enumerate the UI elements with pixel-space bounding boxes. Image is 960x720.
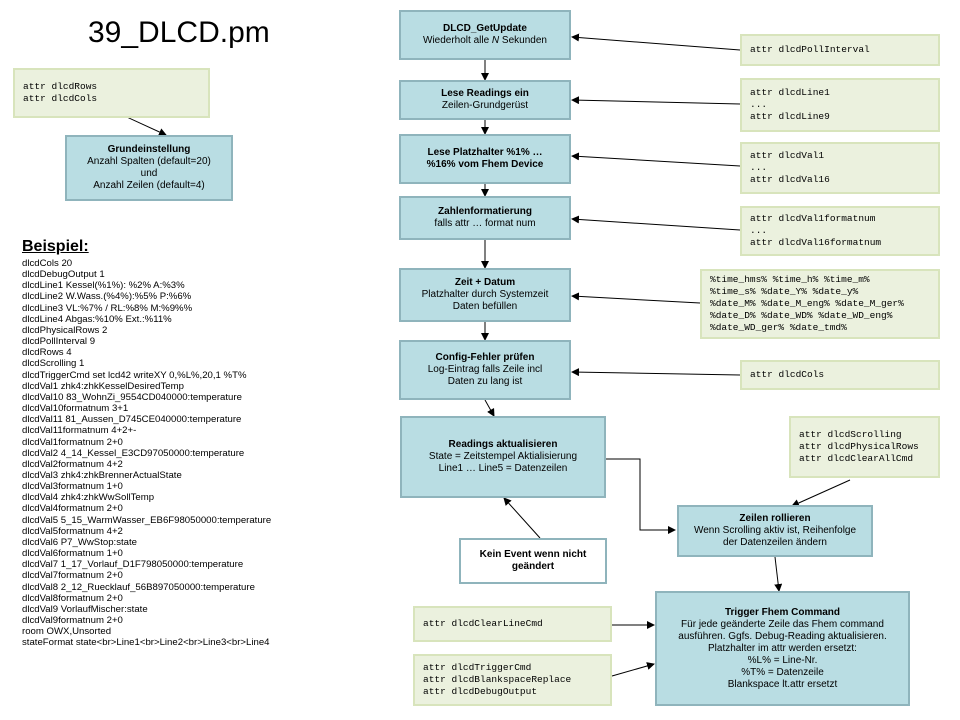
update-readings-title: Readings aktualisieren xyxy=(448,439,558,450)
example-line: dlcdVal10formatnum 3+1 xyxy=(22,403,129,415)
example-line: dlcdVal4 zhk4:zhkWwSollTemp xyxy=(22,492,155,504)
number-format-title: Zahlenformatierung xyxy=(438,206,532,217)
trigger-command-text-1: Für jede geänderte Zeile das Fhem comman… xyxy=(681,618,884,630)
page-title: 39_DLCD.pm xyxy=(88,16,270,49)
config-check-text-1: Log-Eintrag falls Zeile incl xyxy=(427,364,543,375)
get-update-box: DLCD_GetUpdate Wiederholt alle N Sekunde… xyxy=(399,10,571,60)
attr-val-box: attr dlcdVal1 ... attr dlcdVal16 xyxy=(740,142,940,194)
example-line: dlcdTriggerCmd set lcd42 writeXY 0,%L%,2… xyxy=(22,369,247,381)
basic-settings-title: Grundeinstellung xyxy=(107,144,191,155)
basic-settings-text-2: und xyxy=(140,168,158,179)
example-line: dlcdVal6 P7_WwStop:state xyxy=(22,536,138,548)
example-line: dlcdVal2 4_14_Kessel_E3CD97050000:temper… xyxy=(22,447,245,459)
example-line: dlcdVal5 5_15_WarmWasser_EB6F98050000:te… xyxy=(22,514,272,526)
example-line: dlcdScrolling 1 xyxy=(22,358,85,370)
trigger-command-text-2: ausführen. Ggfs. Debug-Reading aktualisi… xyxy=(678,630,887,642)
attr-val-format-box: attr dlcdVal1formatnum ... attr dlcdVal1… xyxy=(740,206,940,256)
example-line: stateFormat state<br>Line1<br>Line2<br>L… xyxy=(22,637,270,649)
read-readings-text: Zeilen-Grundgerüst xyxy=(441,100,529,111)
basic-settings-text-3: Anzahl Zeilen (default=4) xyxy=(93,180,205,191)
example-line: room OWX,Unsorted xyxy=(22,626,112,638)
example-line: dlcdVal9 VorlaufMischer:state xyxy=(22,603,148,615)
config-check-text-2: Daten zu lang ist xyxy=(447,376,523,387)
trigger-command-text-5: %T% = Datenzeile xyxy=(741,666,824,678)
attr-poll-interval-box: attr dlcdPollInterval xyxy=(740,34,940,66)
example-line: dlcdVal7 1_17_Vorlauf_D1F798050000:tempe… xyxy=(22,559,244,571)
date-time-text-1: Platzhalter durch Systemzeit xyxy=(421,289,549,300)
example-line: dlcdVal9formatnum 2+0 xyxy=(22,615,123,626)
example-line: dlcdLine2 W.Wass.(%4%):%5% P:%6% xyxy=(22,291,192,303)
example-line: dlcdPollInterval 9 xyxy=(22,336,96,348)
example-line: dlcdVal4formatnum 2+0 xyxy=(22,503,123,515)
no-event-text-2: geändert xyxy=(511,561,555,572)
attr-clear-line-box: attr dlcdClearLineCmd xyxy=(413,606,612,642)
basic-settings-text-1: Anzahl Spalten (default=20) xyxy=(87,156,211,167)
no-event-box: Kein Event wenn nicht geändert xyxy=(459,538,607,584)
attr-cols-box: attr dlcdCols xyxy=(740,360,940,390)
example-line: dlcdLine1 Kessel(%1%): %2% A:%3% xyxy=(22,280,185,292)
attr-line-box: attr dlcdLine1 ... attr dlcdLine9 xyxy=(740,78,940,132)
example-line: dlcdLine4 Abgas:%10% Ext.:%11% xyxy=(22,313,172,325)
trigger-command-title: Trigger Fhem Command xyxy=(724,606,840,618)
date-time-text-2: Daten befüllen xyxy=(452,301,518,312)
example-line: dlcdVal6formatnum 1+0 xyxy=(22,548,123,560)
attr-trigger-box: attr dlcdTriggerCmd attr dlcdBlankspaceR… xyxy=(413,654,612,706)
get-update-text: Wiederholt alle N Sekunden xyxy=(423,35,547,46)
attr-rows-cols-box: attr dlcdRows attr dlcdCols xyxy=(13,68,210,118)
config-check-box: Config-Fehler prüfen Log-Eintrag falls Z… xyxy=(399,340,571,400)
trigger-command-text-4: %L% = Line-Nr. xyxy=(747,654,818,666)
trigger-command-text-6: Blankspace lt.attr ersetzt xyxy=(727,678,838,690)
scroll-lines-text-2: der Datenzeilen ändern xyxy=(723,537,827,548)
example-line: dlcdVal1 zhk4:zhkKesselDesiredTemp xyxy=(22,380,184,392)
number-format-text: falls attr … format num xyxy=(434,218,536,229)
example-line: dlcdVal3 zhk4:zhkBrennerActualState xyxy=(22,469,182,481)
example-line: dlcdDebugOutput 1 xyxy=(22,269,105,281)
trigger-command-box: Trigger Fhem Command Für jede geänderte … xyxy=(655,591,910,706)
example-line: dlcdVal7formatnum 2+0 xyxy=(22,570,123,582)
scroll-lines-box: Zeilen rollieren Wenn Scrolling aktiv is… xyxy=(677,505,873,557)
read-readings-box: Lese Readings ein Zeilen-Grundgerüst xyxy=(399,80,571,120)
trigger-command-text-3: Platzhalter im attr werden ersetzt: xyxy=(708,642,857,654)
example-line: dlcdVal3formatnum 1+0 xyxy=(22,481,123,493)
example-line: dlcdVal10 83_WohnZi_9554CD040000:tempera… xyxy=(22,391,242,403)
example-line: dlcdCols 20 xyxy=(22,258,73,269)
date-time-box: Zeit + Datum Platzhalter durch Systemzei… xyxy=(399,268,571,322)
example-heading: Beispiel: xyxy=(22,238,89,255)
example-line: dlcdVal1formatnum 2+0 xyxy=(22,436,123,448)
scroll-lines-text-1: Wenn Scrolling aktiv ist, Reihenfolge xyxy=(693,525,857,536)
example-line: dlcdLine3 VL:%7% / RL:%8% M:%9%% xyxy=(22,302,193,314)
read-placeholder-title-1: Lese Platzhalter %1% … xyxy=(427,147,543,158)
example-line: dlcdPhysicalRows 2 xyxy=(22,324,108,336)
number-format-box: Zahlenformatierung falls attr … format n… xyxy=(399,196,571,240)
attr-time-placeholders-box: %time_hms% %time_h% %time_m% %time_s% %d… xyxy=(700,269,940,339)
example-line: dlcdVal11 81_Aussen_D745CE040000:tempera… xyxy=(22,414,242,426)
read-readings-title: Lese Readings ein xyxy=(441,88,529,99)
example-line: dlcdVal11formatnum 4+2+- xyxy=(22,425,137,437)
example-line: dlcdRows 4 xyxy=(22,347,72,359)
scroll-lines-title: Zeilen rollieren xyxy=(739,513,811,524)
read-placeholder-box: Lese Platzhalter %1% … %16% vom Fhem Dev… xyxy=(399,134,571,184)
get-update-title: DLCD_GetUpdate xyxy=(443,23,527,34)
example-line: dlcdVal2formatnum 4+2 xyxy=(22,458,123,470)
example-line: dlcdVal8formatnum 2+0 xyxy=(22,592,123,604)
update-readings-text-2: Line1 … Line5 = Datenzeilen xyxy=(438,463,568,474)
config-check-title: Config-Fehler prüfen xyxy=(435,352,535,363)
no-event-text-1: Kein Event wenn nicht xyxy=(479,549,587,560)
example-line: dlcdVal5formatnum 4+2 xyxy=(22,525,123,537)
read-placeholder-title-2: %16% vom Fhem Device xyxy=(426,159,544,170)
basic-settings-box: Grundeinstellung Anzahl Spalten (default… xyxy=(65,135,233,201)
update-readings-text-1: State = Zeitstempel Aktialisierung xyxy=(428,451,578,462)
example-line: dlcdVal8 2_12_Ruecklauf_56B897050000:tem… xyxy=(22,581,255,593)
update-readings-box: Readings aktualisieren State = Zeitstemp… xyxy=(400,416,606,498)
attr-scroll-box: attr dlcdScrolling attr dlcdPhysicalRows… xyxy=(789,416,940,478)
date-time-title: Zeit + Datum xyxy=(454,277,516,288)
